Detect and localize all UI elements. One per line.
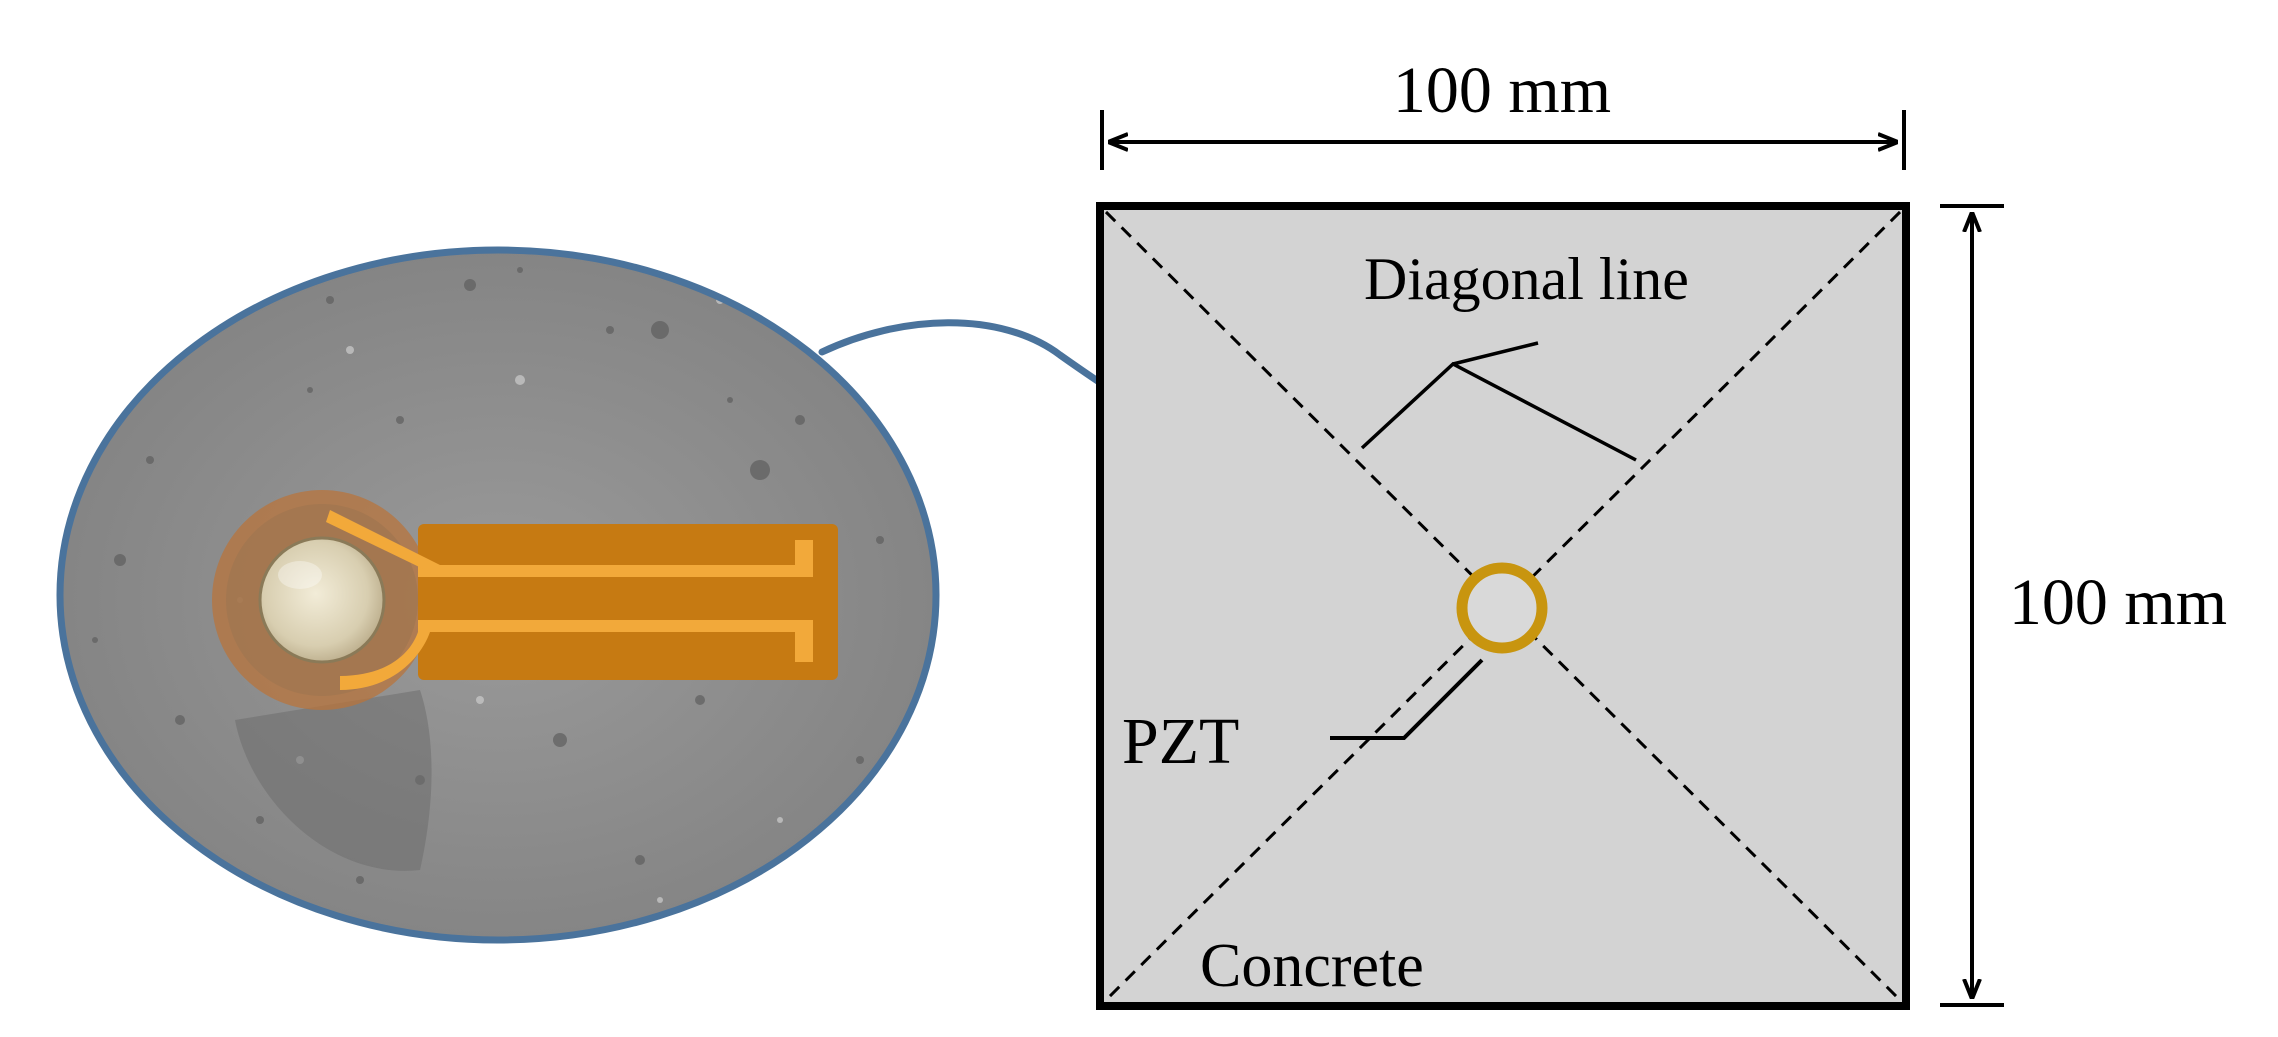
width-dimension [1100, 110, 1906, 170]
height-dimension-label: 100 mm [2009, 566, 2227, 639]
width-dimension-label: 100 mm [1393, 54, 1611, 127]
height-dimension [1940, 204, 2004, 1007]
pzt-sensor-photo [56, 246, 940, 944]
pzt-label: PZT [1122, 705, 1239, 778]
concrete-specimen [1096, 202, 1910, 1010]
pzt-disc-icon [1456, 562, 1548, 654]
epoxy-patch [235, 690, 432, 871]
pzt-callout-leader [1330, 658, 1484, 740]
photo-inset-border [56, 246, 940, 944]
kapton-strip [418, 524, 838, 680]
pzt-disc [258, 536, 386, 664]
diagonal-line-label: Diagonal line [1364, 246, 1689, 312]
concrete-label: Concrete [1200, 932, 1424, 1000]
copper-traces [326, 510, 813, 690]
